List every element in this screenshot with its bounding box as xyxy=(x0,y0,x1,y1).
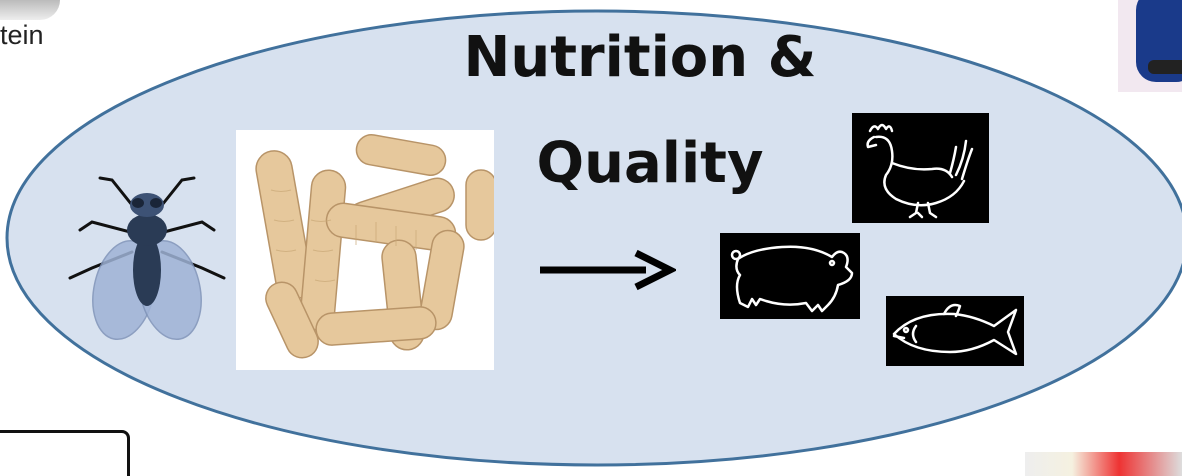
title-line-2: Quality xyxy=(500,136,800,192)
chicken-icon xyxy=(852,113,989,223)
fish-icon xyxy=(886,296,1024,366)
title-line-1: Nutrition & xyxy=(440,30,840,86)
fly-icon xyxy=(62,160,232,350)
larvae-photo xyxy=(236,130,494,370)
pig-icon xyxy=(720,233,860,319)
arrow-right-icon xyxy=(536,245,676,295)
